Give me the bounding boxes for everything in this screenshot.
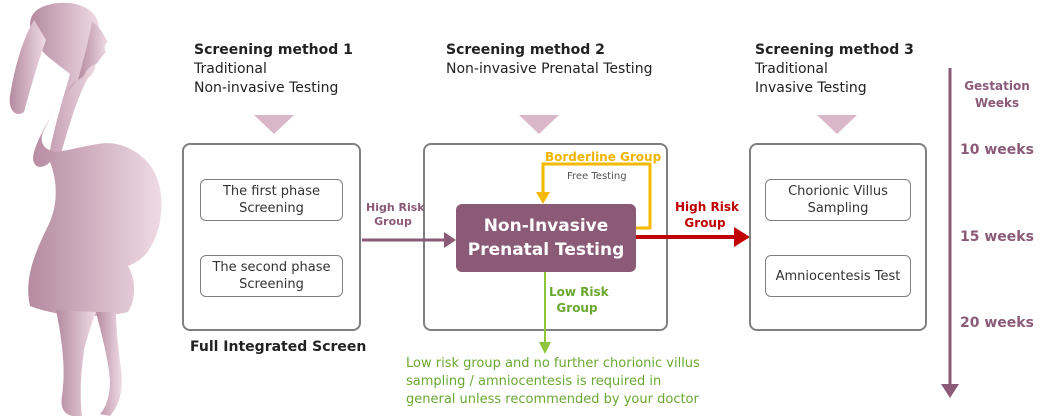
week-20-label: 20 weeks [960, 315, 1034, 331]
note-line3: general unless recommended by your docto… [406, 392, 699, 407]
gestation-arrow-head [941, 384, 959, 398]
method3-title: Screening method 3 [755, 42, 914, 58]
method2-title: Screening method 2 [446, 42, 605, 58]
high-risk-1-line2: Group [374, 215, 412, 228]
high-risk-2-line2: Group [684, 216, 726, 230]
week-10-label: 10 weeks [960, 142, 1034, 158]
method1-heading: Screening method 1 Traditional Non-invas… [194, 41, 353, 98]
method1-pointer [254, 115, 294, 134]
phase2-line1: The second phase [212, 260, 331, 275]
method1-line2: Non-invasive Testing [194, 80, 339, 96]
method3-line1: Traditional [755, 61, 828, 77]
phase1-line1: The first phase [222, 184, 321, 199]
nipt-box: Non-Invasive Prenatal Testing [456, 204, 636, 272]
method3-box [749, 143, 927, 331]
method1-box [182, 143, 361, 331]
high-risk-1-line1: High Risk [366, 201, 425, 214]
low-risk-line1: Low Risk [549, 285, 609, 299]
method1-title: Screening method 1 [194, 42, 353, 58]
high-risk-arrow-2-head [734, 227, 750, 247]
nipt-line2: Prenatal Testing [467, 240, 625, 260]
method3-pointer [817, 115, 857, 134]
method1-line1: Traditional [194, 61, 267, 77]
free-testing-label: Free Testing [567, 171, 627, 182]
week-15-label: 15 weeks [960, 229, 1034, 245]
method3-line2: Invasive Testing [755, 80, 867, 96]
phase2-line2: Screening [239, 277, 304, 292]
method2-pointer [519, 115, 559, 134]
phase1-line2: Screening [239, 201, 304, 216]
borderline-arrow-head [536, 192, 550, 204]
gestation-line1: Gestation [964, 79, 1030, 93]
borderline-group-label: Borderline Group [545, 150, 662, 164]
note-line1: Low risk group and no further chorionic … [406, 356, 700, 371]
low-risk-line2: Group [556, 301, 598, 315]
low-risk-arrow-head [539, 342, 551, 354]
cvs-line2: Sampling [807, 201, 869, 216]
full-integrated-screen-caption: Full Integrated Screen [190, 339, 367, 355]
low-risk-note: Low risk group and no further chorionic … [406, 355, 700, 409]
pregnant-woman-silhouette [9, 2, 162, 416]
cvs-line1: Chorionic Villus [788, 184, 888, 199]
amnio-label: Amniocentesis Test [775, 268, 901, 284]
high-risk-arrow-1-head [444, 232, 456, 248]
method2-heading: Screening method 2 Non-invasive Prenatal… [446, 41, 652, 79]
gestation-line2: Weeks [974, 96, 1020, 110]
nipt-line1: Non-Invasive [483, 216, 609, 236]
borderline-loop [541, 162, 652, 230]
high-risk-2-line1: High Risk [675, 200, 739, 214]
method3-heading: Screening method 3 Traditional Invasive … [755, 41, 914, 98]
note-line2: sampling / amniocentesis is required in [406, 374, 662, 389]
amniocentesis-test: Amniocentesis Test [765, 255, 911, 297]
method2-line1: Non-invasive Prenatal Testing [446, 61, 653, 77]
